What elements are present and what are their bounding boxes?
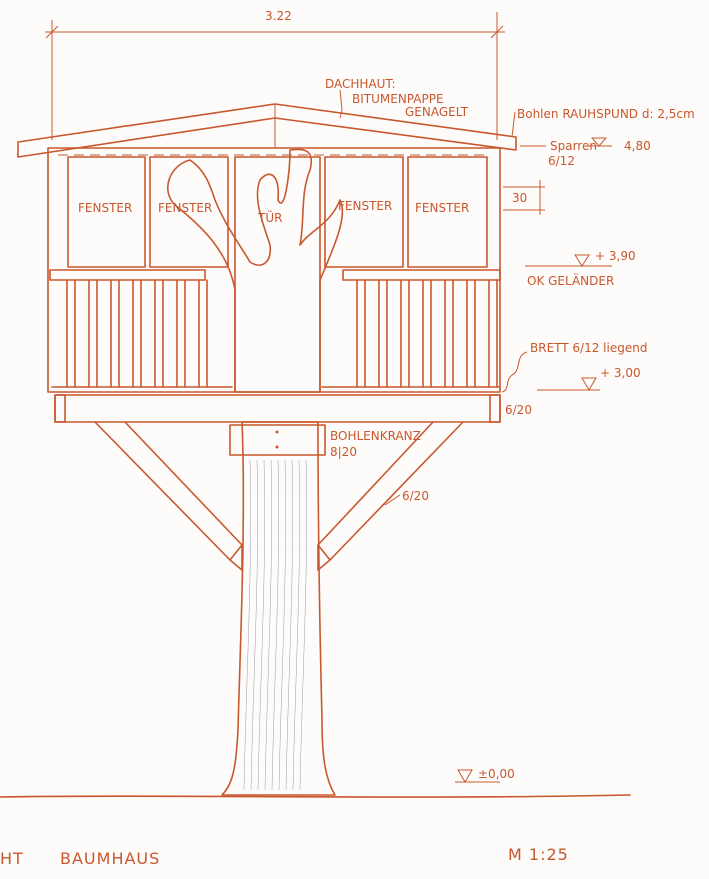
- strut-size: 6/20: [402, 489, 429, 503]
- grain-line: [271, 459, 279, 791]
- width-dimension-line: [45, 12, 505, 140]
- window-3: [324, 156, 404, 268]
- level-marker-floor: [537, 377, 600, 391]
- railing-left: [49, 269, 233, 388]
- label-window-3: FENSTER: [338, 199, 392, 213]
- railing-balusters: [66, 279, 498, 388]
- rafters-label: Sparren: [550, 139, 597, 153]
- level-marker-ground: [455, 769, 500, 783]
- grain-line: [250, 459, 258, 791]
- strut-right: [317, 421, 464, 571]
- window-offset-dimension: 30: [512, 191, 527, 205]
- rafters-size: 6/12: [548, 154, 575, 168]
- drawing-title: BAUMHAUS: [60, 849, 160, 868]
- window-2: [149, 156, 229, 268]
- label-window-4: FENSTER: [415, 201, 469, 215]
- roof-material-2: GENAGELT: [405, 105, 469, 119]
- railing-level: + 3,90: [595, 249, 636, 263]
- title-prefix: HT: [0, 849, 24, 868]
- bohlenkranz-collar: [229, 424, 326, 456]
- collar-label: BOHLENKRANZ: [330, 429, 421, 443]
- grain-line: [278, 459, 286, 791]
- tree-trunk: [221, 421, 336, 796]
- grain-line: [264, 459, 272, 791]
- floor-beam-size: 6/20: [505, 403, 532, 417]
- label-window-1: FENSTER: [78, 201, 132, 215]
- grain-line: [257, 459, 265, 791]
- railing-label: OK GELÄNDER: [527, 273, 614, 288]
- floor-boards-label: BRETT 6/12 liegend: [530, 341, 647, 355]
- roof: [17, 103, 517, 158]
- trunk-grain: [243, 459, 307, 791]
- window-4: [407, 156, 488, 268]
- grain-line: [285, 459, 293, 791]
- window-1: [67, 156, 146, 268]
- roof-level: 4,80: [624, 139, 651, 153]
- grain-line: [292, 459, 300, 791]
- label-window-2: FENSTER: [158, 201, 212, 215]
- width-dimension-label: 3.22: [265, 9, 292, 23]
- ground-level: ±0,00: [478, 767, 515, 781]
- level-marker-railing: [525, 254, 612, 267]
- drawing-scale: M 1:25: [508, 845, 569, 864]
- collar-size: 8|20: [330, 445, 357, 459]
- ground-line: [0, 794, 631, 798]
- roof-label: DACHHAUT:: [325, 77, 396, 91]
- floor-level: + 3,00: [600, 366, 641, 380]
- strut-left: [94, 421, 243, 571]
- railing-right: [321, 269, 501, 388]
- floor-beam: [54, 394, 501, 423]
- label-door: TÜR: [257, 209, 282, 225]
- roof-boards-label: Bohlen RAUHSPUND d: 2,5cm: [517, 107, 695, 121]
- grain-line: [243, 459, 251, 791]
- level-marker-roof: [584, 137, 612, 147]
- grain-line: [299, 459, 307, 791]
- roof-material-1: BITUMENPAPPE: [352, 92, 444, 106]
- tree-branches: [166, 148, 344, 393]
